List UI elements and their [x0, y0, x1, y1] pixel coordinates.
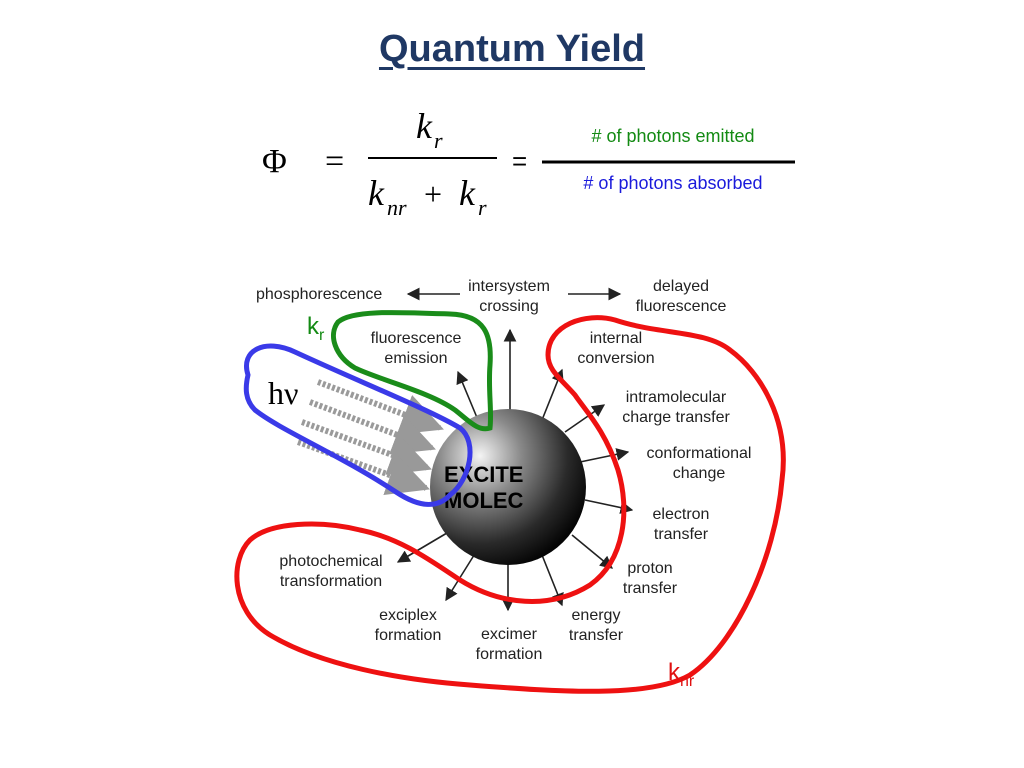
- photons-absorbed: # of photons absorbed: [583, 173, 762, 193]
- kr-label-sub: r: [319, 327, 325, 344]
- light-ray-1: [316, 379, 444, 435]
- light-ray-3: [300, 419, 432, 475]
- pathway-labels: phosphorescence intersystem crossing del…: [256, 278, 751, 663]
- label-fluorescence-2: emission: [384, 350, 447, 367]
- label-internal-2: conversion: [577, 350, 654, 367]
- label-delayed-2: fluorescence: [636, 298, 727, 315]
- arrow-photochemical: [396, 529, 453, 563]
- knr-label-main: k: [668, 659, 681, 686]
- knr-label: knr: [668, 659, 695, 690]
- label-phosphorescence: phosphorescence: [256, 286, 382, 303]
- kr-label: kr: [307, 313, 325, 344]
- equals-sign-1: =: [325, 143, 344, 180]
- label-energy-2: transfer: [569, 627, 624, 644]
- label-intramolecular-2: charge transfer: [622, 409, 730, 426]
- arrow-proton: [571, 534, 613, 569]
- photons-emitted: # of photons emitted: [591, 126, 754, 146]
- label-electron-2: transfer: [654, 526, 709, 543]
- arrow-fluorescence: [456, 370, 479, 421]
- label-conformational-2: change: [673, 465, 726, 482]
- label-conformational-1: conformational: [647, 445, 752, 462]
- excited-molecule-sphere: [430, 409, 586, 565]
- incident-light-rays: [296, 379, 444, 495]
- label-excimer-2: formation: [476, 646, 543, 663]
- red-nonradiative-outline: [234, 315, 786, 694]
- denominator-k2: k: [459, 173, 476, 213]
- label-proton-1: proton: [627, 560, 672, 577]
- label-exciplex-2: formation: [375, 627, 442, 644]
- denominator-k1: k: [368, 173, 385, 213]
- numerator-k: k: [416, 106, 433, 146]
- label-excimer-1: excimer: [481, 626, 538, 643]
- arrow-exciplex: [445, 551, 477, 602]
- page-title: Quantum Yield: [378, 28, 646, 70]
- label-intersystem-1: intersystem: [468, 278, 550, 295]
- arrow-intramolecular: [564, 404, 606, 433]
- denominator-plus: +: [424, 176, 442, 212]
- label-energy-1: energy: [572, 607, 621, 624]
- denominator-sub2: r: [478, 195, 487, 220]
- pathway-arrows: [396, 287, 634, 612]
- light-ray-2: [308, 399, 436, 455]
- label-internal-1: internal: [590, 330, 642, 347]
- quantum-yield-formula: Φ = k r k nr + k r = # of photons emitte…: [262, 106, 795, 220]
- label-photochemical-2: transformation: [280, 573, 382, 590]
- arrow-conformational: [579, 448, 630, 463]
- label-exciplex-1: exciplex: [379, 607, 437, 624]
- label-proton-2: transfer: [623, 580, 678, 597]
- label-intersystem-2: crossing: [479, 298, 539, 315]
- denominator-sub1: nr: [387, 195, 407, 220]
- sphere-label-line2: MOLEC: [444, 488, 524, 513]
- label-electron-1: electron: [653, 506, 710, 523]
- kr-label-main: k: [307, 313, 320, 340]
- label-intramolecular-1: intramolecular: [626, 389, 727, 406]
- sphere-label-line1: EXCITE: [444, 462, 523, 487]
- knr-label-sub: nr: [680, 673, 695, 690]
- phi-symbol: Φ: [262, 143, 287, 180]
- label-delayed-1: delayed: [653, 278, 709, 295]
- green-radiative-outline: [331, 309, 494, 432]
- label-fluorescence-1: fluorescence: [371, 330, 462, 347]
- label-photochemical-1: photochemical: [279, 553, 382, 570]
- numerator-sub: r: [434, 128, 443, 153]
- blue-absorption-outline: [243, 343, 473, 507]
- hv-label: hν: [268, 375, 298, 411]
- equals-sign-2: =: [512, 146, 527, 176]
